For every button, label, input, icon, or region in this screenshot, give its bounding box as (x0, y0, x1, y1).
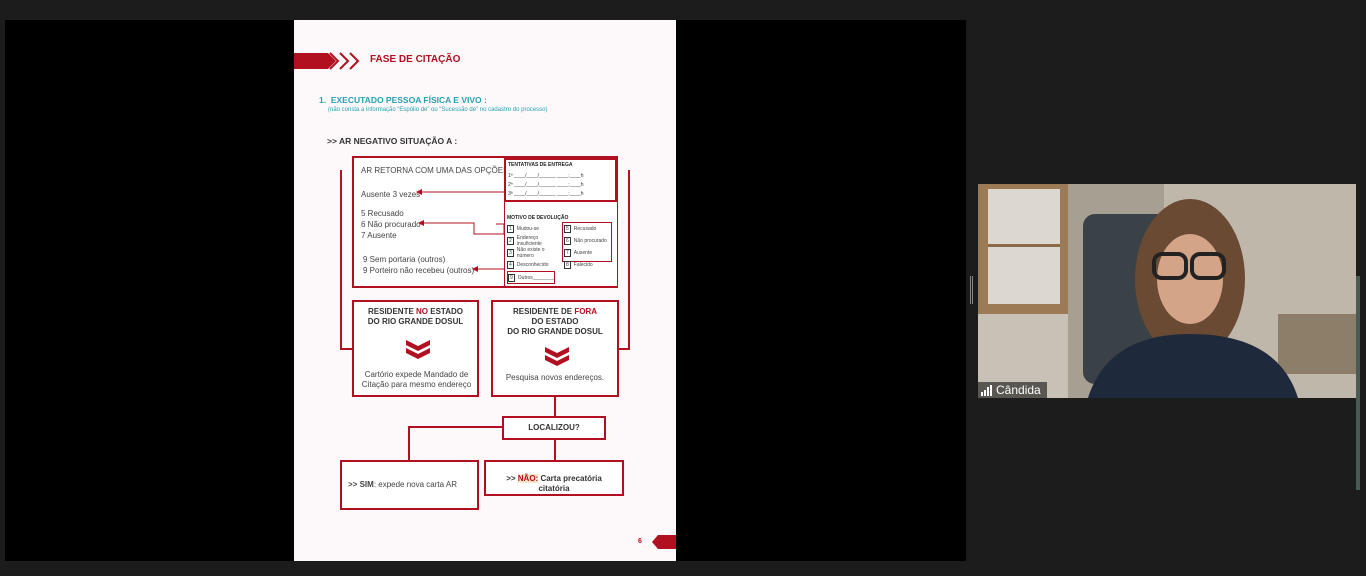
form-divider (505, 201, 615, 202)
motive-title: MOTIVO DE DEVOLUÇÃO (507, 215, 569, 221)
resident-out-state-box: RESIDENTE DE FORA DO ESTADO DO RIO GRAND… (491, 300, 619, 397)
localizou-box: LOCALIZOU? (502, 416, 606, 440)
ar-option-5: 5 Recusado (361, 209, 404, 218)
resident-in-text: Cartório expede Mandado de Citação para … (361, 370, 472, 389)
connector-line (554, 397, 556, 417)
attempt-row: 2ª ____/____/______ ____:____h (508, 182, 584, 188)
signal-bars-icon (981, 384, 992, 396)
ar-options-intro: AR RETORNA COM UMA DAS OPÇÕES: (361, 166, 511, 175)
participant-video-frame (978, 184, 1356, 398)
ar-option-9a: 9 Sem portaria (outros) (363, 255, 446, 264)
double-chevron-down-icon (545, 347, 569, 366)
participant-name-tag: Cândida (978, 382, 1047, 398)
window-edge (1356, 276, 1360, 490)
highlight-box (562, 222, 612, 262)
panel-resize-handle[interactable] (970, 276, 973, 304)
ar-option-6: 6 Não procurado (361, 220, 421, 229)
ar-option-ausente: Ausente 3 vezes (361, 190, 421, 199)
sim-box: >> SIM: expede nova carta AR (340, 460, 479, 510)
connector-line (408, 426, 410, 462)
connector-line (408, 426, 502, 428)
ar-options-box: AR RETORNA COM UMA DAS OPÇÕES: Ausente 3… (352, 156, 618, 288)
shared-document-page: FASE DE CITAÇÃO 1. EXECUTADO PESSOA FÍSI… (294, 20, 676, 561)
section-heading: 1. EXECUTADO PESSOA FÍSICA E VIVO : (319, 95, 487, 105)
ar-option-9b: 9 Porteiro não recebeu (outros) (363, 266, 475, 275)
page-number: 6 (638, 538, 642, 545)
resident-in-heading: RESIDENTE NO ESTADO DO RIO GRANDE DOSUL (367, 307, 464, 326)
participant-name: Cândida (996, 383, 1041, 397)
attempt-row: 1ª ____/____/______ ____:____h (508, 173, 584, 179)
ar-heading: >> AR NEGATIVO SITUAÇÃO A : (327, 136, 458, 146)
connector-line (618, 348, 630, 350)
connector-line (554, 440, 556, 460)
page-marker-icon (652, 535, 676, 549)
attempt-row: 3ª ____/____/______ ____:____h (508, 191, 584, 197)
connector-line (340, 170, 342, 350)
document-title: FASE DE CITAÇÃO (370, 54, 461, 65)
nao-text: >> NÃO: Carta precatória citatória (506, 474, 602, 493)
participant-video[interactable]: Cândida (978, 184, 1356, 398)
attempts-title: TENTATIVAS DE ENTREGA (508, 162, 573, 168)
section-note: (não consta a informação “Espólio de” ou… (328, 107, 548, 113)
chevron-arrows-icon (294, 52, 360, 70)
sim-text: >> SIM: expede nova carta AR (348, 480, 457, 489)
double-chevron-down-icon (406, 340, 430, 359)
nao-box: >> NÃO: Carta precatória citatória (484, 460, 624, 496)
resident-in-state-box: RESIDENTE NO ESTADO DO RIO GRANDE DOSUL … (352, 300, 479, 397)
ar-option-7: 7 Ausente (361, 231, 397, 240)
connector-line (628, 170, 630, 350)
localizou-label: LOCALIZOU? (528, 423, 580, 432)
attempts-box: TENTATIVAS DE ENTREGA 1ª ____/____/_____… (504, 158, 617, 202)
resident-out-heading: RESIDENTE DE FORA DO ESTADO DO RIO GRAND… (507, 307, 603, 336)
resident-out-text: Pesquisa novos endereços. (505, 373, 605, 382)
connector-line (340, 348, 352, 350)
ar-form-image: TENTATIVAS DE ENTREGA 1ª ____/____/_____… (504, 158, 617, 286)
